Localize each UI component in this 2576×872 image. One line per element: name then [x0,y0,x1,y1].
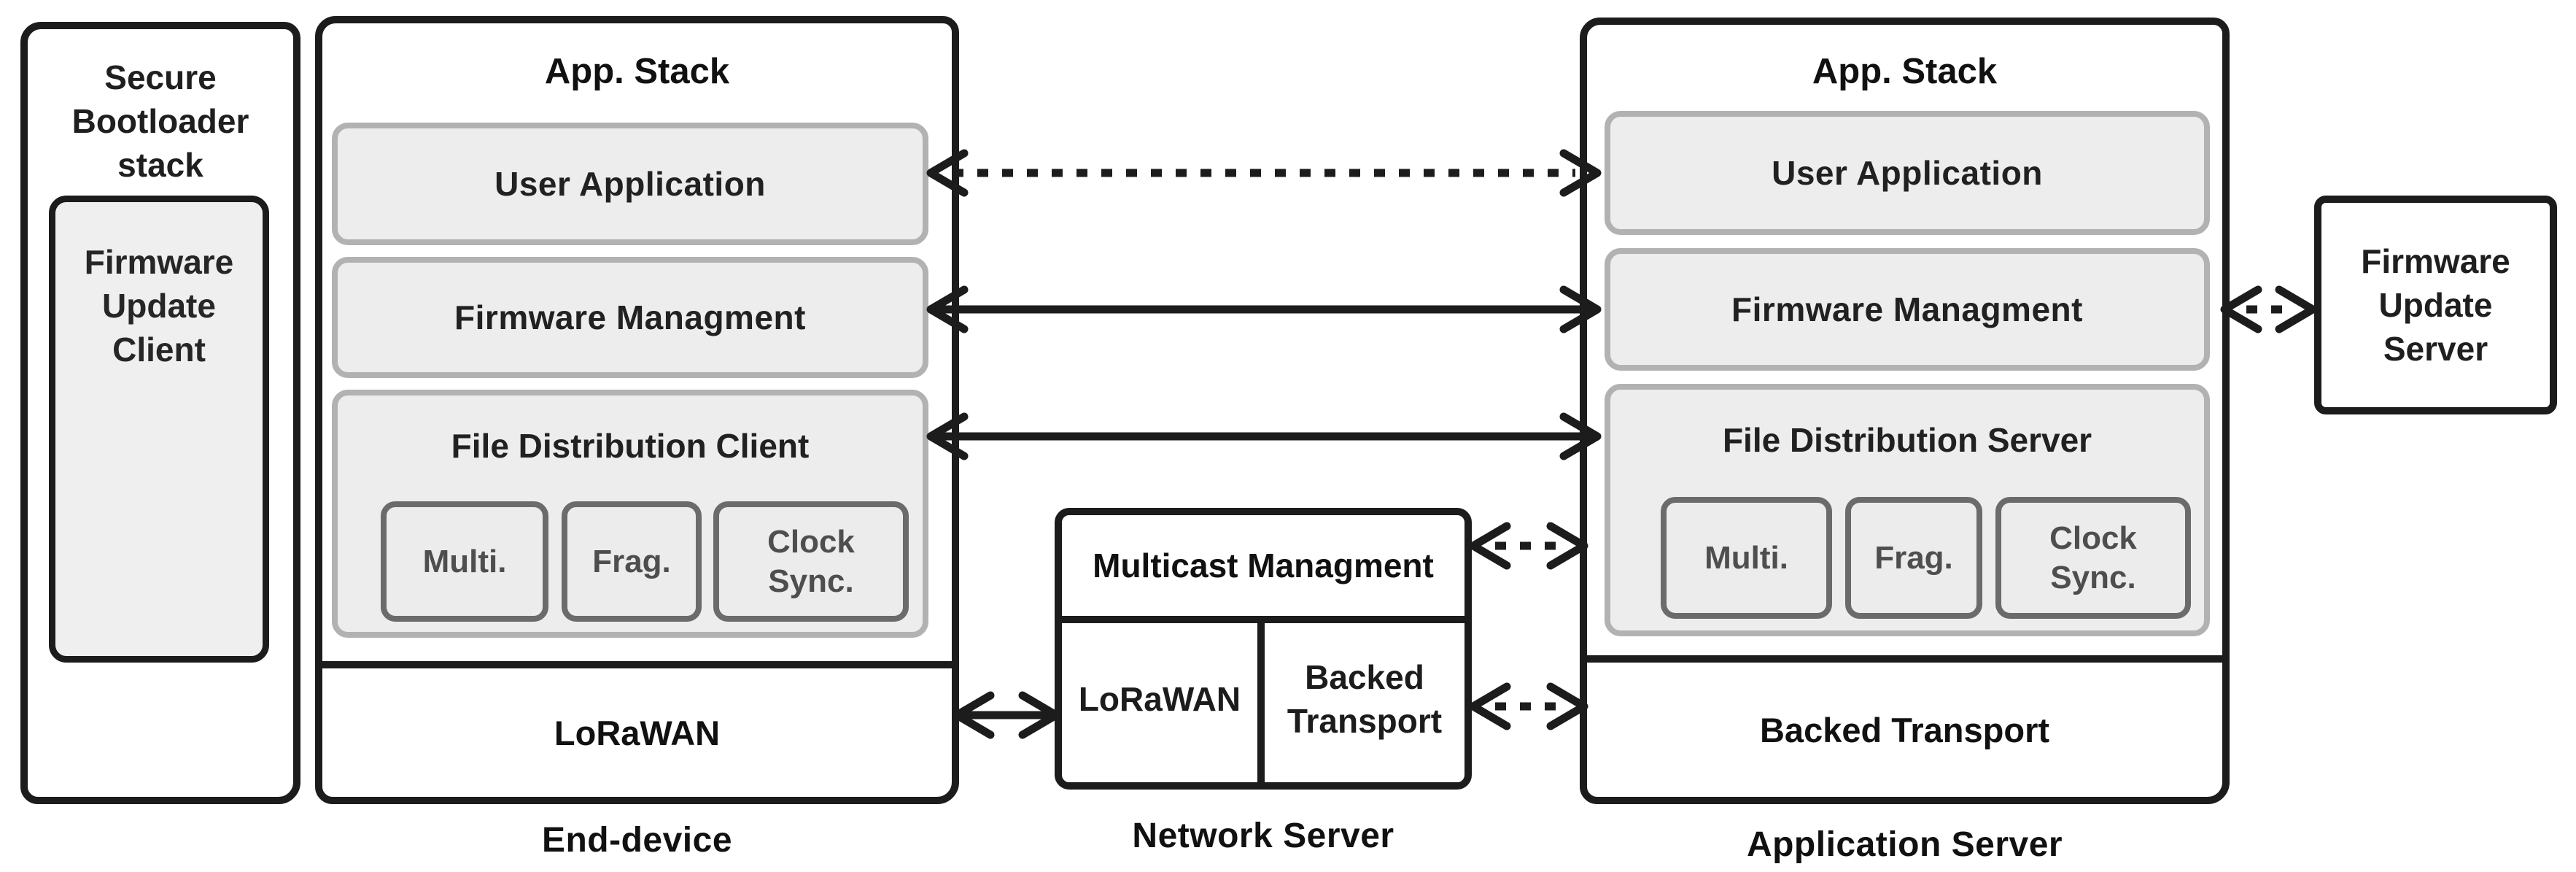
arrow-backend-transport-link [1469,682,1588,730]
application-server-backend-transport-layer: Backed Transport [1587,655,2222,797]
end-device-file-distribution-box: File Distribution Client Multi. Frag. Cl… [332,390,928,638]
application-server-backend-transport-label: Backed Transport [1759,710,2050,749]
end-device-multicast-module-label: Multi. [422,543,507,579]
application-server-caption: Application Server [1746,825,2063,864]
arrow-lorawan-link [953,691,1060,739]
arrow-user-application-sync [926,149,1602,197]
end-device-caption: End-device [541,821,733,860]
end-device-user-application-box: User Application [332,123,928,245]
firmware-update-server-box: Firmware Update Server [2314,196,2557,414]
application-server-fragmentation-module-label: Frag. [1874,539,1953,576]
end-device-fragmentation-module-box: Frag. [562,501,702,622]
network-server-backend-transport-cell: Backed Transport [1265,616,1464,782]
firmware-update-server-label: Firmware Update Server [2361,242,2510,368]
end-device-multicast-module-box: Multi. [381,501,548,622]
secure-bootloader-box: Secure Bootloader stack Firmware Update … [20,22,300,804]
application-server-firmware-management-label: Firmware Managment [1731,290,2083,328]
end-device-lorawan-label: LoRaWAN [554,713,721,752]
application-server-multicast-module-box: Multi. [1661,497,1832,619]
end-device-clock-sync-module-box: Clock Sync. [713,501,909,622]
firmware-update-client-box: Firmware Update Client [49,196,269,663]
end-device-stack-title: App. Stack [544,52,730,91]
multicast-management-label: Multicast Managment [1093,547,1434,584]
application-server-firmware-management-box: Firmware Managment [1605,248,2210,371]
application-server-file-distribution-box: File Distribution Server Multi. Frag. Cl… [1605,384,2210,636]
end-device-stack: App. Stack User Application Firmware Man… [315,16,959,804]
multicast-management-header: Multicast Managment [1062,515,1464,623]
application-server-fragmentation-module-box: Frag. [1845,497,1982,619]
application-server-clock-sync-module-box: Clock Sync. [1995,497,2191,619]
application-server-clock-sync-module-label: Clock Sync. [2049,520,2137,595]
arrow-firmware-management-sync [926,285,1602,333]
end-device-firmware-management-box: Firmware Managment [332,257,928,378]
end-device-fragmentation-module-label: Frag. [592,543,671,579]
end-device-user-application-label: User Application [494,165,766,203]
network-server-lorawan-cell: LoRaWAN [1062,616,1265,782]
application-server-stack: App. Stack User Application Firmware Man… [1580,18,2230,804]
application-server-user-application-box: User Application [1605,111,2210,235]
arrow-file-distribution-sync [926,412,1602,460]
network-server-lower-row: LoRaWAN Backed Transport [1062,616,1464,782]
secure-bootloader-title: Secure Bootloader stack [71,58,249,184]
network-server-box: Multicast Managment LoRaWAN Backed Trans… [1055,508,1472,790]
end-device-firmware-management-label: Firmware Managment [454,298,806,336]
network-server-lorawan-label: LoRaWAN [1078,680,1241,718]
network-server-caption: Network Server [1132,817,1394,855]
end-device-file-distribution-label: File Distribution Client [451,427,810,465]
application-server-user-application-label: User Application [1772,154,2043,192]
firmware-update-client-label: Firmware Update Client [84,243,234,369]
application-server-multicast-module-label: Multi. [1704,539,1788,576]
arrow-multicast-management-link [1469,522,1588,570]
end-device-clock-sync-module-label: Clock Sync. [767,523,855,599]
arrow-firmware-update-server-link [2220,285,2317,333]
end-device-lorawan-layer: LoRaWAN [322,661,952,797]
application-server-stack-title: App. Stack [1812,52,1998,91]
network-server-backend-transport-label: Backed Transport [1287,658,1443,740]
application-server-file-distribution-label: File Distribution Server [1722,421,2092,459]
